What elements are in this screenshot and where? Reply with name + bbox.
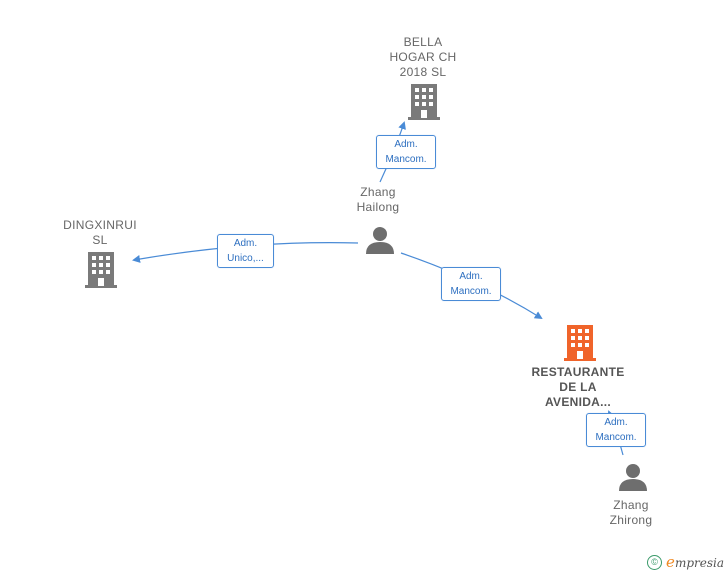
node-label-bella-hogar[interactable]: BELLA HOGAR CH 2018 SL — [389, 35, 457, 79]
node-label-zhang-zhirong[interactable]: Zhang Zhirong — [609, 498, 653, 527]
person-icon[interactable] — [618, 463, 648, 491]
brand-logo: © empresia — [647, 553, 724, 571]
edge-label-zhirong-restaurante[interactable]: Adm. Mancom. — [586, 413, 646, 447]
edge-label-hailong-restaurante[interactable]: Adm. Mancom. — [441, 267, 501, 301]
brand-name: empresia — [666, 553, 724, 571]
node-label-dingxinrui[interactable]: DINGXINRUI SL — [63, 218, 137, 247]
copyright-icon: © — [647, 554, 663, 570]
person-icon[interactable] — [365, 226, 395, 254]
node-label-restaurante[interactable]: RESTAURANTE DE LA AVENIDA... — [531, 365, 625, 409]
edge-label-hailong-dingxinrui[interactable]: Adm. Unico,... — [217, 234, 274, 268]
edge-label-hailong-bella[interactable]: Adm. Mancom. — [376, 135, 436, 169]
node-label-zhang-hailong[interactable]: Zhang Hailong — [356, 185, 400, 214]
building-icon[interactable] — [85, 252, 117, 288]
building-icon[interactable] — [408, 84, 440, 120]
building-icon[interactable] — [564, 325, 596, 361]
